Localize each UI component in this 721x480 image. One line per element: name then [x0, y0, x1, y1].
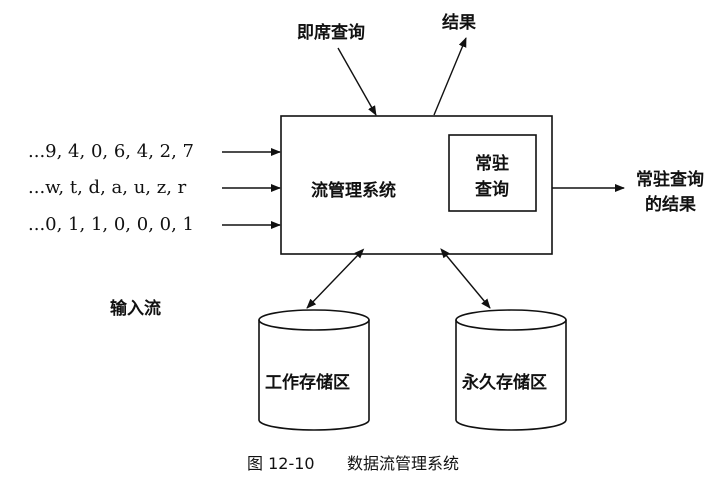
working-storage-arrow — [306, 248, 365, 309]
figure-title: 数据流管理系统 — [347, 454, 460, 473]
input-streams-label: 输入流 — [110, 299, 161, 319]
standing-query-box — [448, 134, 537, 212]
stream-letters: ...w, t, d, a, u, z, r — [28, 177, 187, 198]
stream-management-system-box — [280, 115, 553, 255]
adhoc-query-arrow — [337, 47, 377, 116]
archival-storage-cylinder — [455, 309, 567, 431]
standing-query-label-2: 查询 — [475, 180, 509, 200]
archival-storage-label: 永久存储区 — [462, 373, 547, 393]
standing-query-label-1: 常驻 — [475, 154, 509, 174]
working-storage-label: 工作存储区 — [265, 373, 350, 393]
adhoc-query-label: 即席查询 — [297, 23, 365, 43]
stream-bits: ...0, 1, 1, 0, 0, 0, 1 — [28, 214, 194, 235]
figure-number: 图 12-10 — [247, 454, 315, 473]
stream-numbers: ...9, 4, 0, 6, 4, 2, 7 — [28, 141, 194, 162]
working-storage-cylinder — [258, 309, 370, 431]
standing-result-label-2: 的结果 — [645, 195, 696, 215]
results-arrow — [433, 37, 467, 116]
results-label: 结果 — [442, 13, 476, 33]
system-title: 流管理系统 — [311, 181, 396, 201]
archival-storage-arrow — [440, 248, 491, 309]
standing-result-label-1: 常驻查询 — [636, 170, 704, 190]
